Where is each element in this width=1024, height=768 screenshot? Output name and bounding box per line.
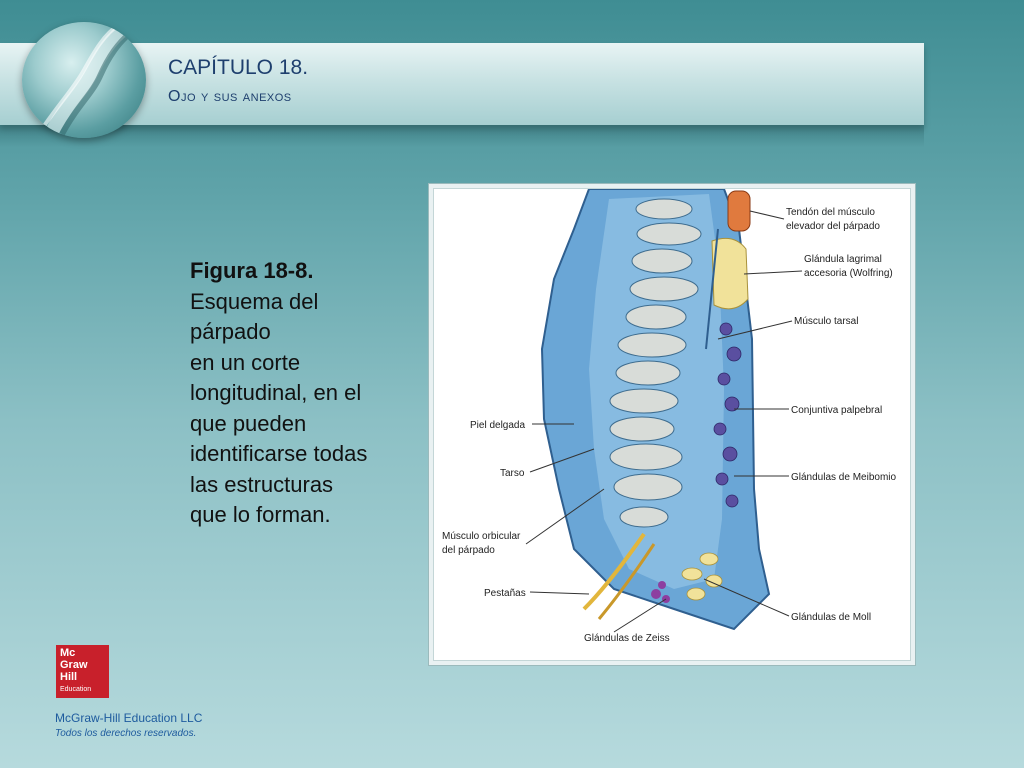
mcgraw-hill-logo: Mc Graw Hill Education: [56, 645, 109, 698]
label-orbicularis-1: Músculo orbicular: [442, 531, 521, 542]
footer-company: McGraw-Hill Education LLC: [55, 711, 203, 725]
moll-glands: [681, 552, 723, 601]
label-lacrimal-1: Glándula lagrimal: [804, 254, 882, 265]
meibomian-glands: [713, 322, 742, 508]
eyelid-illustration: Tendón del músculo elevador del párpado …: [442, 188, 896, 644]
leader-lines: [525, 210, 803, 633]
footer-rights: Todos los derechos reservados.: [55, 728, 197, 739]
chapter-title: CAPÍTULO 18.: [168, 56, 309, 79]
header-shadow: [0, 125, 924, 147]
caption-line: identificarse todas: [190, 441, 368, 466]
caption-line: Esquema del: [190, 288, 319, 314]
caption-line: longitudinal, en el: [190, 380, 362, 405]
label-conjunctiva: Conjuntiva palpebral: [791, 405, 882, 416]
eyelid-diagram: Tendón del músculo elevador del párpado …: [433, 188, 911, 661]
label-eyelashes: Pestañas: [484, 588, 526, 599]
caption-line: que lo forman.: [190, 502, 331, 527]
orbicularis-bundles: [609, 198, 702, 528]
wolfring-gland: [711, 237, 749, 310]
caption-line: que pueden: [190, 410, 307, 436]
figure-label: Figura 18-8.: [190, 258, 314, 283]
label-tendon-1: Tendón del músculo: [786, 207, 875, 218]
caption-line: en un corte: [190, 349, 301, 375]
eyelashes-shape: [582, 532, 646, 611]
figure-frame: Tendón del músculo elevador del párpado …: [428, 183, 916, 666]
chapter-subtitle: Ojo y sus anexos: [168, 88, 292, 105]
label-zeiss: Glándulas de Zeiss: [584, 633, 670, 644]
dna-orb-image: [22, 22, 146, 138]
label-orbicularis-2: del párpado: [442, 545, 495, 556]
levator-tendon: [727, 190, 751, 232]
label-tendon-2: elevador del párpado: [786, 221, 880, 232]
tarsal-muscle-line: [705, 228, 719, 350]
label-moll: Glándulas de Moll: [791, 612, 871, 623]
label-thin-skin: Piel delgada: [470, 420, 525, 431]
dna-helix-icon: [42, 22, 136, 136]
caption-line: las estructuras: [190, 471, 334, 497]
header-band: [0, 43, 924, 125]
label-tarsus: Tarso: [500, 468, 525, 479]
caption-line: párpado: [190, 319, 271, 344]
label-tarsal-muscle: Músculo tarsal: [794, 316, 858, 327]
label-lacrimal-2: accesoria (Wolfring): [804, 268, 893, 279]
figure-caption: Figura 18-8. Esquema del párpado en un c…: [190, 256, 410, 531]
label-meibomian: Glándulas de Meibomio: [791, 472, 896, 483]
